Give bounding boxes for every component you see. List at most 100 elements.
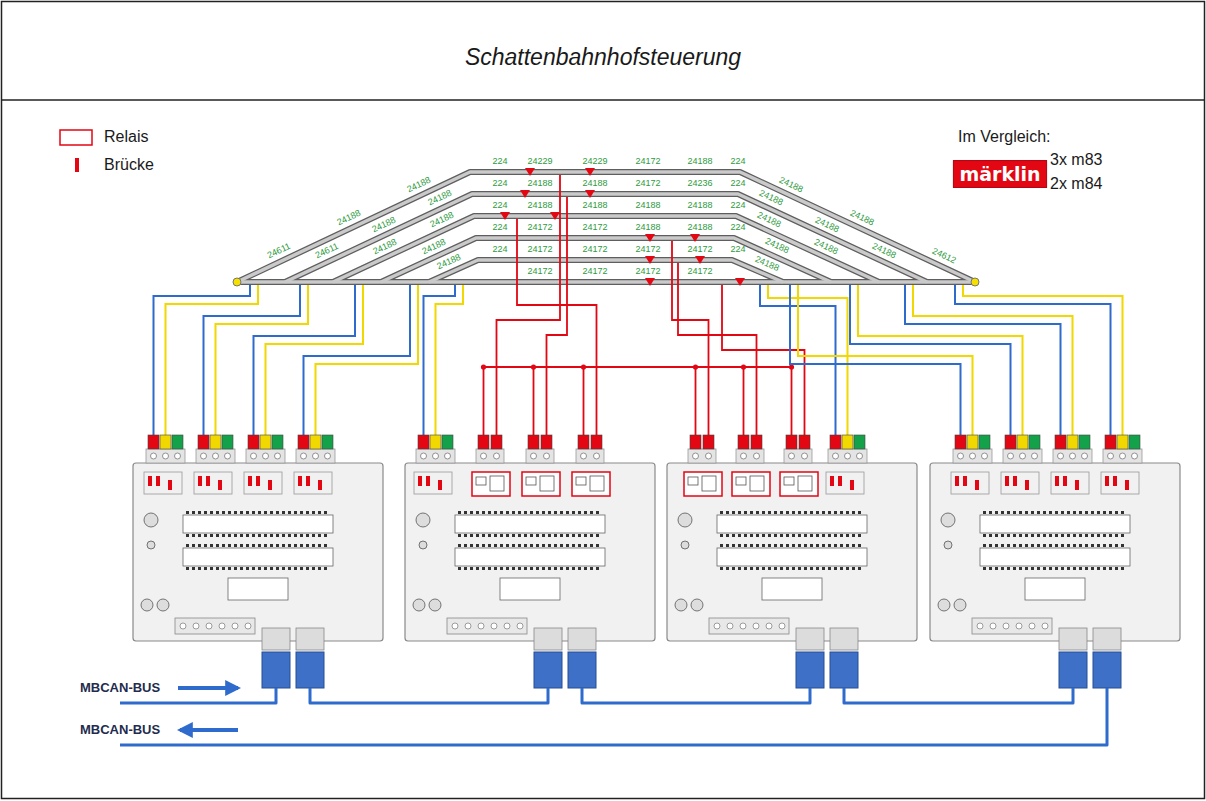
chip-pin <box>858 534 861 537</box>
isolation-mark <box>645 234 655 242</box>
chip-pin <box>816 567 819 570</box>
terminal-screw <box>433 453 439 459</box>
relay-outline <box>684 472 722 496</box>
chip-pin <box>834 534 837 537</box>
chip-pin <box>720 534 723 537</box>
track-end <box>233 278 241 286</box>
chip-pin <box>1049 567 1052 570</box>
isolation-mark <box>735 278 745 286</box>
chip-pin <box>1067 511 1070 514</box>
legend <box>60 130 92 172</box>
bus-cable <box>582 688 810 703</box>
chip-pin <box>1031 534 1034 537</box>
bridge-mark <box>1005 476 1009 486</box>
track-number: 24172 <box>635 245 660 254</box>
relay-outline <box>572 472 610 496</box>
terminal-block <box>248 435 259 449</box>
bridge-mark <box>268 480 272 490</box>
strip-screw <box>779 623 785 629</box>
terminal-screw <box>325 453 331 459</box>
feeder-yellow <box>798 285 973 435</box>
chip-pin <box>536 534 539 537</box>
bridge-mark <box>1013 476 1017 486</box>
chip-pin <box>488 534 491 537</box>
bridge-mark <box>198 476 202 486</box>
chip-pin <box>762 567 765 570</box>
chip-pin <box>590 534 593 537</box>
chip-pin <box>1055 567 1058 570</box>
chip-pin <box>858 544 861 547</box>
terminal-screw <box>982 453 988 459</box>
chip-pin <box>738 534 741 537</box>
chip-pin <box>1007 511 1010 514</box>
chip-pin <box>500 567 503 570</box>
terminal-base <box>1053 449 1092 463</box>
chip-pin <box>318 544 321 547</box>
chip-pin <box>1055 511 1058 514</box>
feeder-yellow <box>216 285 309 435</box>
chip-pin <box>1025 534 1028 537</box>
terminal-base <box>576 449 604 463</box>
chip-pin <box>252 567 255 570</box>
chip-pin <box>720 544 723 547</box>
chip-pin <box>834 511 837 514</box>
chip-pin <box>318 534 321 537</box>
header-rule <box>2 99 1205 101</box>
component <box>157 599 169 611</box>
chip-pin <box>774 544 777 547</box>
legend-swatch <box>75 158 79 172</box>
relay-outline <box>780 472 818 496</box>
jumper-field <box>951 472 989 494</box>
track-number: 24188 <box>406 176 432 195</box>
legend-swatch <box>60 130 92 145</box>
chip-pin <box>186 544 189 547</box>
strip-screw <box>465 623 471 629</box>
chip-pin <box>744 567 747 570</box>
chip-pin <box>834 544 837 547</box>
chip-pin <box>1061 567 1064 570</box>
chip-pin <box>1079 544 1082 547</box>
chip-pin <box>536 544 539 547</box>
terminal-block <box>210 435 221 449</box>
bridge-mark <box>830 476 834 486</box>
chip-pin <box>750 534 753 537</box>
terminal-block <box>172 435 183 449</box>
chip-pin <box>744 534 747 537</box>
relay-detail <box>702 476 716 491</box>
chip-pin <box>464 511 467 514</box>
component <box>144 513 158 527</box>
common-drop <box>583 367 585 435</box>
junction-dot <box>693 364 698 369</box>
chip-pin <box>1037 567 1040 570</box>
strip-screw <box>753 623 759 629</box>
chip-pin <box>270 567 273 570</box>
chip-pin <box>786 511 789 514</box>
chip-pin <box>989 511 992 514</box>
track-number: 24172 <box>687 245 712 254</box>
chip-pin <box>548 567 551 570</box>
strip-screw <box>1016 623 1022 629</box>
terminal-block <box>967 435 978 449</box>
chip-pin <box>1043 534 1046 537</box>
chip-pin <box>530 511 533 514</box>
chip-pin <box>572 567 575 570</box>
relay-detail <box>750 476 764 491</box>
chip-pin <box>738 511 741 514</box>
chip-pin <box>324 567 327 570</box>
chip-pin <box>828 534 831 537</box>
bridge-mark <box>975 480 979 490</box>
terminal-screw <box>693 453 699 459</box>
chip-pin <box>834 567 837 570</box>
chip-pin <box>1115 567 1118 570</box>
chip-pin <box>240 534 243 537</box>
strip-screw <box>1003 623 1009 629</box>
chip-pin <box>840 534 843 537</box>
chip-pin <box>596 534 599 537</box>
chip-pin <box>774 534 777 537</box>
bus-connector <box>568 652 596 688</box>
terminal-block <box>738 435 749 449</box>
chip-pin <box>578 567 581 570</box>
chip <box>762 578 822 600</box>
chip-pin <box>282 511 285 514</box>
